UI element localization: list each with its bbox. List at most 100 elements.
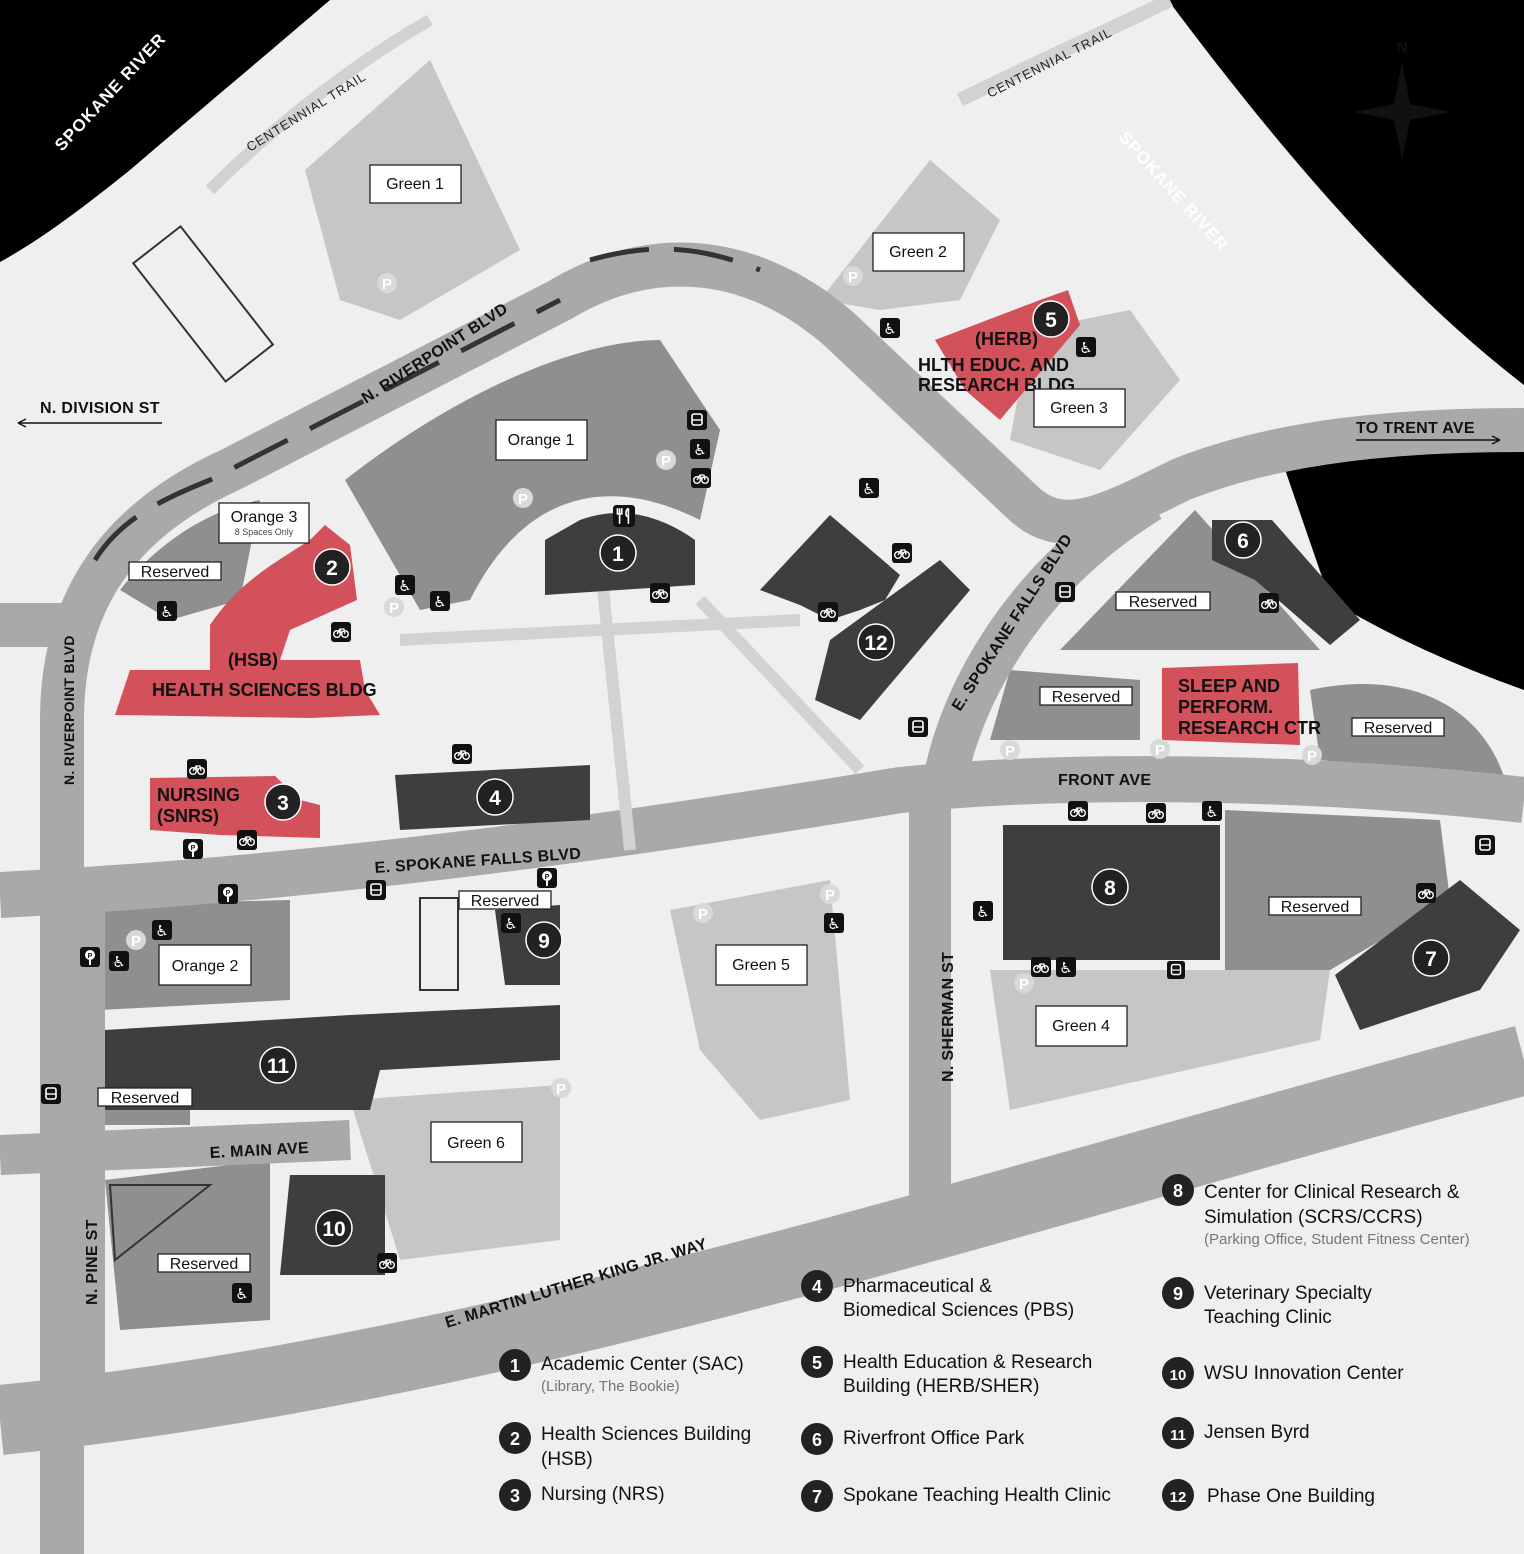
trail-label: CENTENNIAL TRAIL: [985, 25, 1115, 101]
lot-reserved[interactable]: Reserved: [458, 890, 552, 910]
building-marker-11[interactable]: 11: [259, 1046, 297, 1084]
street-division: N. DIVISION ST: [40, 400, 160, 417]
svg-text:10: 10: [1170, 1367, 1187, 1384]
parking-p-icon: [693, 903, 713, 923]
street-main: E. MAIN AVE: [209, 1140, 309, 1162]
svg-text:Spokane Teaching Health Clinic: Spokane Teaching Health Clinic: [843, 1485, 1111, 1506]
svg-text:5: 5: [812, 1353, 822, 1373]
compass-north: N: [1397, 39, 1408, 56]
svg-text:11: 11: [1170, 1427, 1186, 1444]
svg-text:8: 8: [1173, 1181, 1183, 1201]
parking-p-icon: [126, 930, 146, 950]
street-pine: N. PINE ST: [84, 1219, 101, 1305]
svg-text:Pharmaceutical &: Pharmaceutical &: [843, 1276, 992, 1297]
svg-text:Green 6: Green 6: [447, 1135, 505, 1152]
spokane-river: [0, 0, 1524, 690]
accessible-parking-icon: [232, 1283, 252, 1303]
bus-stop-icon: [908, 717, 928, 737]
lot-green-4[interactable]: Green 4: [1035, 1005, 1128, 1047]
nursing-abbr: (SNRS): [157, 806, 219, 826]
building-marker-5[interactable]: 5: [1032, 300, 1070, 338]
bus-stop-icon: [41, 1084, 61, 1104]
bike-rack-icon: [1067, 801, 1089, 821]
accessible-parking-icon: [395, 575, 415, 595]
sleep-label-1: SLEEP AND: [1178, 676, 1280, 696]
svg-text:Orange 2: Orange 2: [172, 958, 239, 975]
svg-text:9: 9: [538, 930, 550, 953]
lot-reserved[interactable]: Reserved: [1039, 686, 1133, 706]
lot-orange-2[interactable]: Orange 2: [158, 944, 252, 986]
building-marker-9[interactable]: 9: [525, 921, 563, 959]
bike-rack-icon: [690, 468, 712, 488]
svg-text:9: 9: [1173, 1284, 1183, 1304]
svg-text:Riverfront Office Park: Riverfront Office Park: [843, 1428, 1025, 1449]
bike-rack-icon: [376, 1253, 398, 1273]
accessible-parking-icon: [1056, 957, 1076, 977]
lot-orange-1[interactable]: Orange 1: [495, 419, 588, 461]
herb-abbr: (HERB): [975, 329, 1038, 349]
accessible-parking-icon: [859, 478, 879, 498]
bike-rack-icon: [451, 744, 473, 764]
svg-text:Green 5: Green 5: [732, 957, 790, 974]
building-marker-7[interactable]: 7: [1412, 939, 1450, 977]
lot-orange-3[interactable]: Orange 38 Spaces Only: [218, 502, 310, 544]
lot-green-3[interactable]: Green 3: [1033, 388, 1126, 428]
sleep-label-2: PERFORM.: [1178, 697, 1273, 717]
building-marker-1[interactable]: 1: [599, 534, 637, 572]
accessible-parking-icon: [430, 591, 450, 611]
parking-p-icon: [551, 1078, 571, 1098]
accessible-parking-icon: [880, 318, 900, 338]
lot-reserved[interactable]: Reserved: [128, 561, 222, 581]
bike-rack-icon: [1030, 957, 1052, 977]
svg-text:4: 4: [812, 1277, 822, 1297]
parking-p-icon: [384, 597, 404, 617]
lot-green-1[interactable]: Green 1: [369, 164, 462, 204]
lot-reserved[interactable]: Reserved: [157, 1253, 251, 1273]
lot-green-6[interactable]: Green 6: [430, 1121, 523, 1163]
svg-text:8 Spaces Only: 8 Spaces Only: [235, 527, 294, 537]
svg-text:Green 4: Green 4: [1052, 1018, 1110, 1035]
svg-text:6: 6: [1237, 530, 1249, 553]
svg-text:5: 5: [1045, 309, 1057, 332]
lot-reserved[interactable]: Reserved: [1351, 717, 1445, 737]
accessible-parking-icon: [973, 901, 993, 921]
svg-text:Green 3: Green 3: [1050, 400, 1108, 417]
bike-rack-icon: [1415, 883, 1437, 903]
svg-text:6: 6: [812, 1430, 822, 1450]
building-marker-10[interactable]: 10: [315, 1209, 353, 1247]
building-marker-4[interactable]: 4: [476, 778, 514, 816]
lot-green-5[interactable]: Green 5: [715, 944, 808, 986]
bike-rack-icon: [186, 759, 208, 779]
herb-name-1: HLTH EDUC. AND: [918, 355, 1069, 375]
svg-text:Reserved: Reserved: [471, 893, 539, 910]
building-marker-6[interactable]: 6: [1224, 521, 1262, 559]
lot-green-2[interactable]: Green 2: [872, 232, 965, 272]
building-marker-2[interactable]: 2: [313, 548, 351, 586]
lot-reserved[interactable]: Reserved: [1268, 896, 1362, 916]
lot-reserved[interactable]: Reserved: [97, 1087, 193, 1107]
parking-meter-icon: [218, 884, 238, 904]
svg-text:8: 8: [1104, 877, 1116, 900]
parking-p-icon: [1302, 745, 1322, 765]
legend-item-6[interactable]: 6 Riverfront Office Park: [801, 1423, 1025, 1455]
building-marker-3[interactable]: 3: [264, 783, 302, 821]
accessible-parking-icon: [109, 951, 129, 971]
accessible-parking-icon: [1076, 337, 1096, 357]
roads: [0, 242, 1524, 1554]
building-marker-12[interactable]: 12: [857, 623, 895, 661]
building-marker-8[interactable]: 8: [1091, 868, 1129, 906]
bus-stop-icon: [1166, 961, 1186, 979]
svg-text:Health Education & Research: Health Education & Research: [843, 1352, 1092, 1373]
lot-reserved[interactable]: Reserved: [1115, 591, 1211, 611]
